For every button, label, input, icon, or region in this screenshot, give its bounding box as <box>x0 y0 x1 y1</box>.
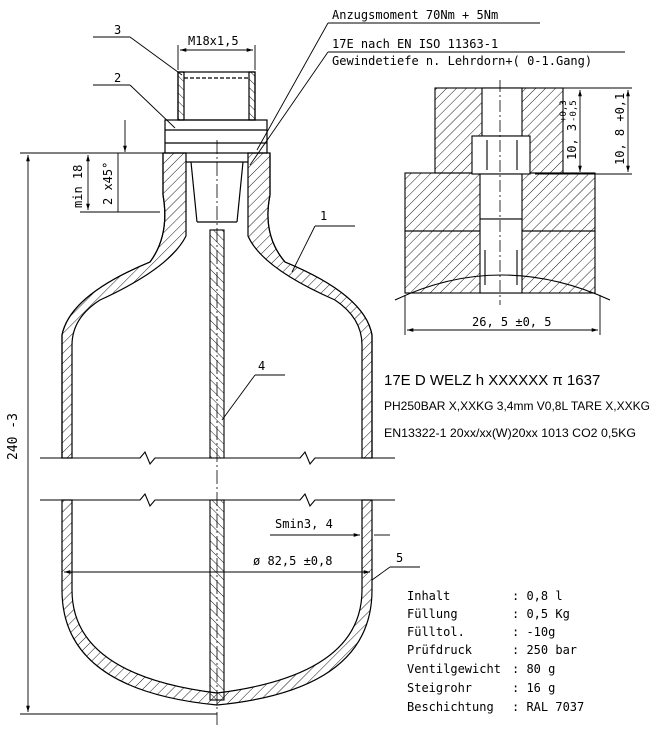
spec-label: Steigrohr <box>407 681 472 695</box>
dim-thread <box>177 45 256 70</box>
detail-width-label: 26, 5 ±0, 5 <box>472 315 551 329</box>
part-number-1: 1 <box>320 209 327 223</box>
spec-label: Ventilgewicht <box>407 662 501 676</box>
diameter-label: ø 82,5 ±0,8 <box>253 554 332 568</box>
part-number-3: 3 <box>114 23 121 37</box>
marking-line-2: PH250BAR X,XXKG 3,4mm V0,8L TARE X,XXKG <box>384 399 650 413</box>
spec-value: : 16 g <box>512 681 555 695</box>
thread-label: M18x1,5 <box>188 34 239 48</box>
marking-line-3: EN13322-1 20xx/xx(W)20xx 1013 CO2 0,5KG <box>384 426 636 440</box>
spec-label: Beschichtung <box>407 700 494 714</box>
spec-value: : 0,8 l <box>512 589 563 603</box>
norm-label-2: Gewindetiefe n. Lehrdorn+( 0-1.Gang) <box>332 54 592 68</box>
norm-label-1: 17E nach EN ISO 11363-1 <box>332 37 498 51</box>
bottle-body <box>61 152 373 706</box>
detail-view <box>394 80 632 335</box>
dim-min18 <box>80 120 160 213</box>
part-number-5: 5 <box>396 551 403 565</box>
dim-min18-label: min 18 <box>71 165 85 208</box>
break-lines <box>40 450 395 508</box>
part-number-4: 4 <box>258 359 265 373</box>
spec-value: : 250 bar <box>512 643 577 657</box>
wall-label: Smin3, 4 <box>275 517 333 531</box>
torque-label: Anzugsmoment 70Nm + 5Nm <box>332 8 498 22</box>
dim-total-height-label: 240 -3 <box>6 413 21 460</box>
spec-value: : RAL 7037 <box>512 700 584 714</box>
spec-table: Inhalt : 0,8 l Füllung : 0,5 Kg Fülltol.… <box>407 589 584 714</box>
valve-parts <box>164 71 268 154</box>
spec-value: : 80 g <box>512 662 555 676</box>
spec-value: : -10g <box>512 625 555 639</box>
part-number-2: 2 <box>114 71 121 85</box>
detail-h1-label: 10, 3 <box>565 124 579 160</box>
dim-chamfer-label: 2 x45° <box>101 162 115 205</box>
callout-lines <box>249 22 625 166</box>
spec-label: Fülltol. <box>407 625 465 639</box>
part-leaders <box>93 36 420 581</box>
spec-label: Füllung <box>407 607 458 621</box>
detail-h1-tol-plus: +0,3 <box>559 100 569 122</box>
dim-total-height <box>20 152 217 715</box>
spec-label: Prüfdruck <box>407 643 473 657</box>
detail-h1-tol-minus: -0,5 <box>569 100 579 122</box>
spec-label: Inhalt <box>407 589 450 603</box>
detail-h2-label: 10, 8 +0,1 <box>613 93 627 165</box>
marking-line-1: 17E D WELZ h XXXXXX π 1637 <box>384 372 600 389</box>
spec-value: : 0,5 Kg <box>512 607 570 621</box>
